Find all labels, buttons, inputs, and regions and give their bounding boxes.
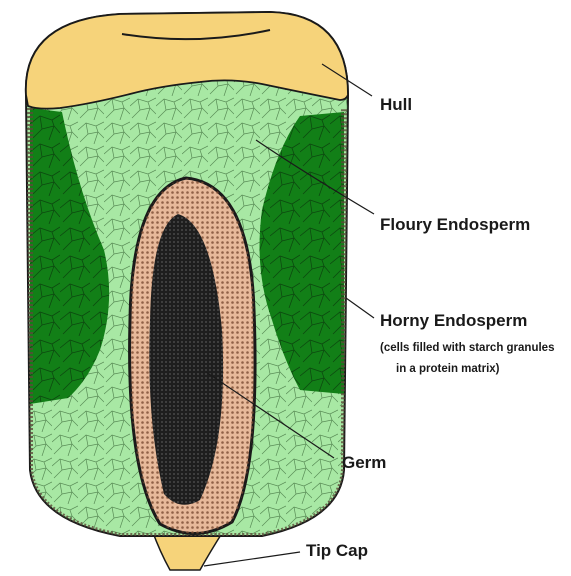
horny-endosperm-note-line1: (cells filled with starch granules — [380, 342, 554, 354]
horny-endosperm-label: Horny Endosperm — [380, 311, 527, 330]
horny-leader — [346, 298, 374, 318]
floury-endosperm-label: Floury Endosperm — [380, 215, 530, 234]
tip-cap-label: Tip Cap — [306, 541, 368, 560]
hull-label: Hull — [380, 95, 412, 114]
tip-cap-leader — [204, 552, 300, 566]
horny-endosperm-note-line2: in a protein matrix) — [396, 363, 500, 375]
germ-label: Germ — [342, 453, 386, 472]
